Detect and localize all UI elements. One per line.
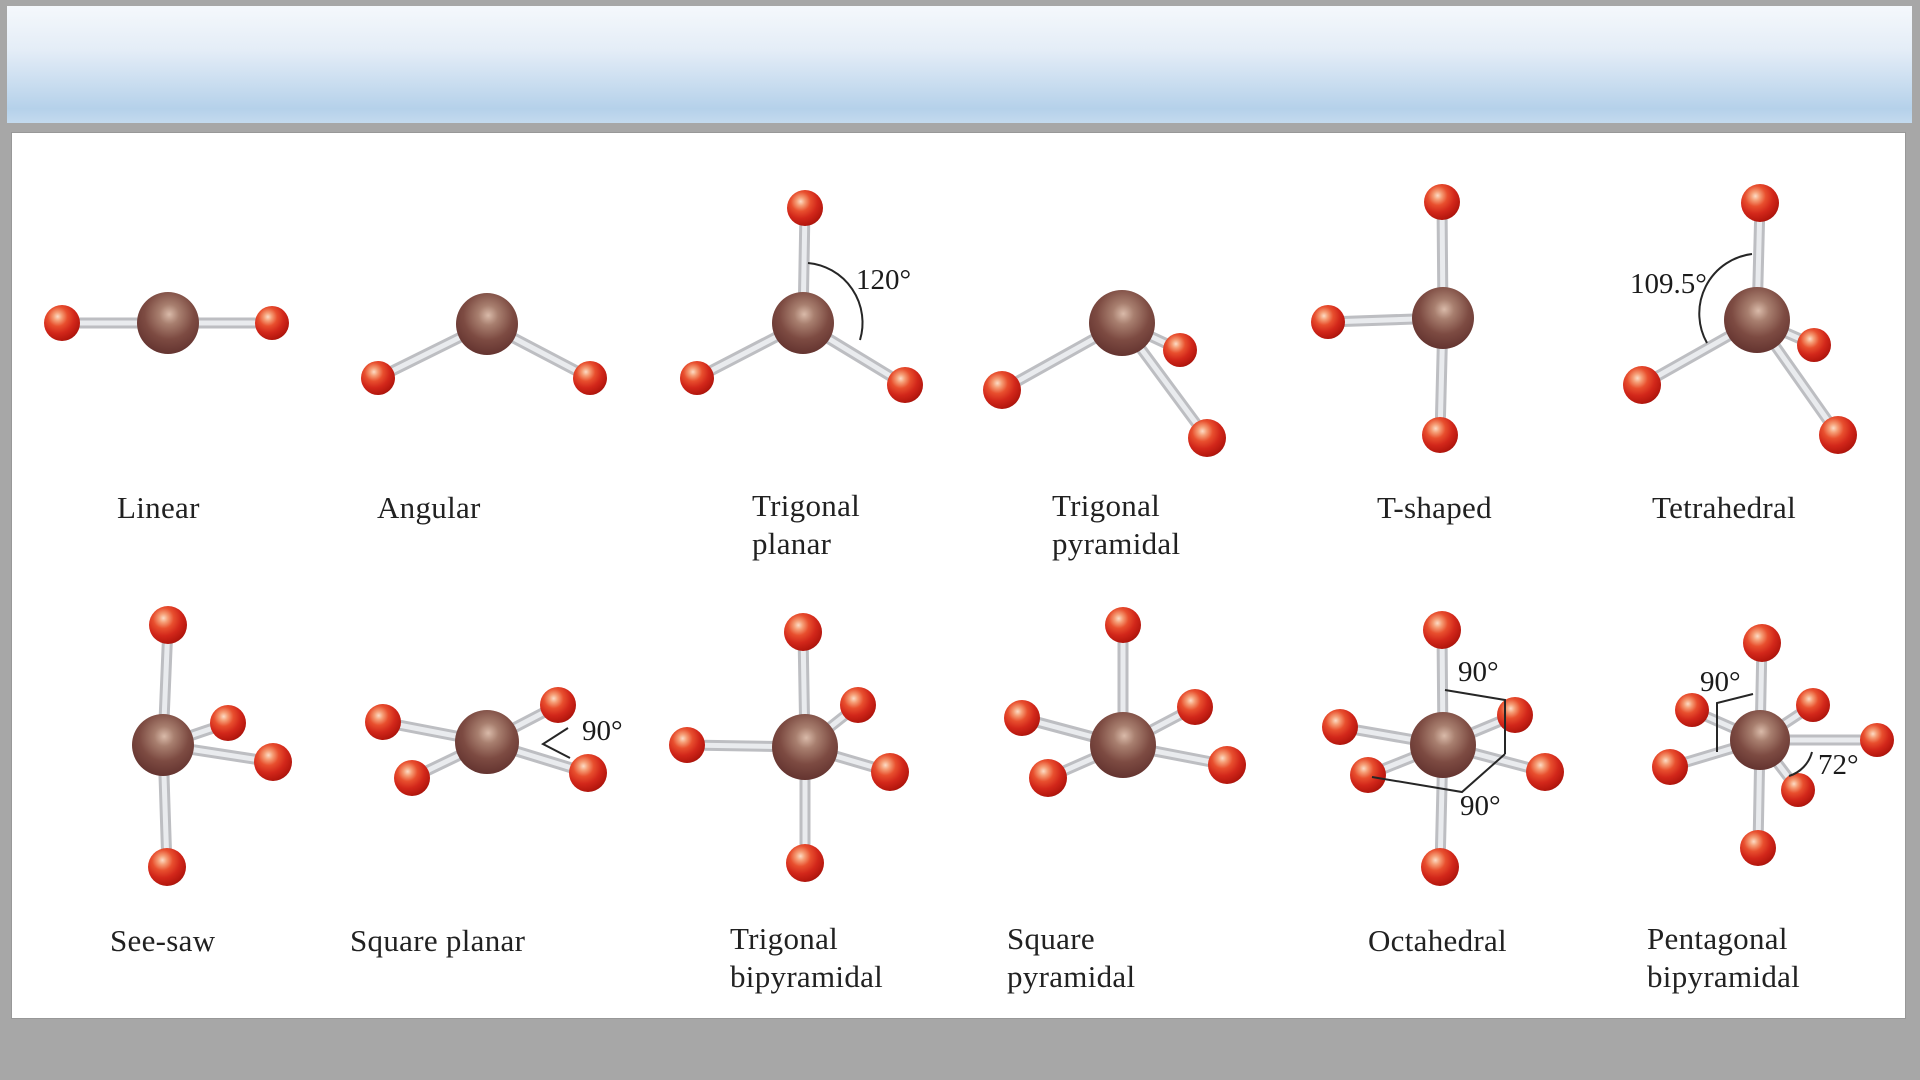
atom-outer (1860, 723, 1894, 757)
angle-mark (1444, 689, 1506, 754)
atom-central (1089, 290, 1155, 356)
angle-label: 120° (856, 264, 911, 296)
atom-outer (1741, 184, 1779, 222)
atom-outer (1208, 746, 1246, 784)
atom-central (772, 292, 834, 354)
molecule-octahedral: 90° 90° (1322, 611, 1564, 886)
atom-outer (669, 727, 705, 763)
atom-central (1724, 287, 1790, 353)
atom-outer (255, 306, 289, 340)
molecule-linear (44, 292, 289, 354)
atom-outer (787, 190, 823, 226)
molecule-tetrahedral: 109.5° (1623, 184, 1857, 454)
atom-central (1730, 710, 1790, 770)
atom-outer (1350, 757, 1386, 793)
atom-central (456, 293, 518, 355)
header-banner (7, 6, 1912, 123)
angle-mark (1698, 253, 1753, 344)
atom-outer (1424, 184, 1460, 220)
atom-outer (573, 361, 607, 395)
atom-central (132, 714, 194, 776)
atom-outer (1422, 417, 1458, 453)
atom-outer (1322, 709, 1358, 745)
atom-outer (1188, 419, 1226, 457)
atom-outer (1029, 759, 1067, 797)
atom-central (1090, 712, 1156, 778)
atom-outer (1497, 697, 1533, 733)
atom-outer (840, 687, 876, 723)
atom-outer (1623, 366, 1661, 404)
atom-outer (1675, 693, 1709, 727)
atom-outer (887, 367, 923, 403)
atom-outer (1796, 688, 1830, 722)
angle-mark (807, 262, 864, 341)
atom-central (137, 292, 199, 354)
figure-panel (12, 133, 1905, 1018)
atom-outer (1105, 607, 1141, 643)
angle-label: 90° (1460, 790, 1501, 822)
atom-outer (1004, 700, 1040, 736)
atom-outer (148, 848, 186, 886)
molecule-square-planar: 90° (365, 687, 623, 796)
atom-central (455, 710, 519, 774)
atom-outer (786, 844, 824, 882)
molecule-trigonal-bipyramidal (669, 613, 909, 882)
atom-outer (361, 361, 395, 395)
molecule-square-pyramidal (1004, 607, 1246, 797)
atom-outer (210, 705, 246, 741)
atom-outer (1163, 333, 1197, 367)
angle-mark (1371, 753, 1506, 794)
atom-outer (1743, 624, 1781, 662)
molecule-t-shaped (1311, 184, 1474, 453)
atom-central (772, 714, 838, 780)
atom-outer (394, 760, 430, 796)
atom-outer (983, 371, 1021, 409)
atom-outer (149, 606, 187, 644)
atom-outer (1781, 773, 1815, 807)
molecule-angular (361, 293, 607, 395)
atom-outer (680, 361, 714, 395)
atom-outer (365, 704, 401, 740)
atom-central (1410, 712, 1476, 778)
molecule-trigonal-pyramidal (983, 290, 1226, 457)
angle-mark (541, 727, 571, 759)
atom-outer (1421, 848, 1459, 886)
angle-label: 90° (1458, 656, 1499, 688)
atom-outer (1311, 305, 1345, 339)
atom-outer (569, 754, 607, 792)
atom-outer (871, 753, 909, 791)
atom-outer (784, 613, 822, 651)
atom-outer (44, 305, 80, 341)
molecule-trigonal-planar: 120° (680, 190, 923, 403)
angle-label: 72° (1818, 749, 1859, 781)
atom-outer (1526, 753, 1564, 791)
atom-outer (1797, 328, 1831, 362)
atom-outer (1652, 749, 1688, 785)
angle-mark (1716, 693, 1754, 752)
angle-label: 109.5° (1630, 268, 1707, 300)
atom-outer (1819, 416, 1857, 454)
atom-central (1412, 287, 1474, 349)
atom-outer (254, 743, 292, 781)
molecule-pentagonal-bipyramidal: 90° 72° (1652, 624, 1894, 866)
atom-outer (1423, 611, 1461, 649)
atom-outer (1177, 689, 1213, 725)
angle-label: 90° (582, 715, 623, 747)
angle-label: 90° (1700, 666, 1741, 698)
atom-outer (540, 687, 576, 723)
atom-outer (1740, 830, 1776, 866)
molecule-see-saw (132, 606, 292, 886)
angle-mark (1788, 751, 1813, 777)
